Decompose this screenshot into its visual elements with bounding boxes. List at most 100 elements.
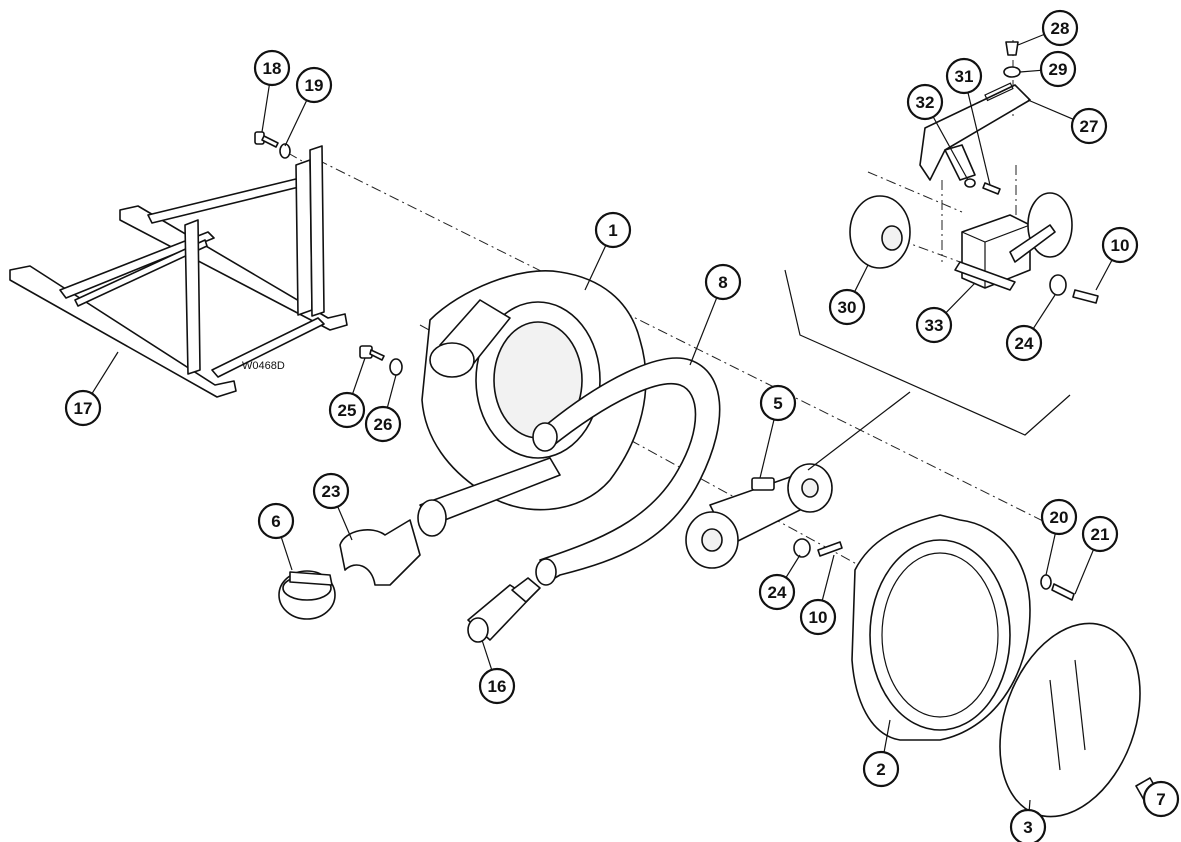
callout-c21: 21 — [1081, 515, 1119, 553]
callout-balloon — [295, 66, 333, 104]
callout-balloon — [1041, 9, 1079, 47]
leader-line-c24b — [1032, 294, 1056, 330]
leader-line-c21 — [1074, 549, 1095, 595]
roller-30 — [849, 195, 911, 269]
callout-balloon — [704, 263, 742, 301]
washer-26 — [389, 358, 403, 376]
callout-c28: 28 — [1041, 9, 1079, 47]
stand-frame: W0468D — [9, 145, 348, 398]
callout-balloon — [312, 472, 350, 510]
frame-bottom-rail — [9, 265, 237, 398]
callout-balloon — [945, 57, 983, 95]
callout-c10a: 10 — [799, 598, 837, 636]
callout-balloon — [1081, 515, 1119, 553]
callout-balloon — [1040, 498, 1078, 536]
leader-line-c17 — [91, 351, 119, 394]
callout-number: 5 — [773, 394, 782, 413]
callout-number: 25 — [338, 401, 357, 420]
leader-lines — [91, 33, 1151, 811]
callout-balloon — [478, 667, 516, 705]
callout-c2: 2 — [862, 750, 900, 788]
washer-20 — [1040, 574, 1052, 590]
leader-line-c10b — [1095, 259, 1113, 291]
callout-number: 23 — [322, 482, 341, 501]
callout-number: 2 — [876, 760, 885, 779]
callout-number: 31 — [955, 67, 974, 86]
callout-c29: 29 — [1039, 50, 1077, 88]
callout-c20: 20 — [1040, 498, 1078, 536]
callout-balloon — [364, 405, 402, 443]
callout-c10b: 10 — [1101, 226, 1139, 264]
bolt-18 — [254, 131, 279, 148]
callout-c16: 16 — [478, 667, 516, 705]
washer-29 — [1003, 66, 1021, 78]
callout-number: 8 — [718, 273, 727, 292]
leader-line-c24a — [785, 554, 801, 578]
inset-border — [784, 269, 1071, 471]
centerline-roller — [867, 171, 963, 213]
callout-balloon — [594, 211, 632, 249]
leader-line-c1 — [584, 245, 607, 291]
callout-number: 16 — [488, 677, 507, 696]
callout-c18: 18 — [253, 49, 291, 87]
screw-10-lower — [817, 541, 843, 557]
leader-line-c28 — [1017, 33, 1045, 46]
callout-c5: 5 — [759, 384, 797, 422]
bolt-28 — [1005, 41, 1019, 56]
leader-line-c29 — [1019, 69, 1042, 73]
callout-c23: 23 — [312, 472, 350, 510]
callout-balloon — [758, 573, 796, 611]
callout-c17: 17 — [64, 389, 102, 427]
leader-line-c25 — [351, 357, 366, 395]
callout-number: 1 — [608, 221, 617, 240]
leader-line-c19 — [284, 100, 308, 147]
callout-balloon — [1039, 50, 1077, 88]
leader-line-c6 — [280, 536, 293, 571]
leader-line-c5 — [759, 419, 775, 479]
leader-line-c8 — [689, 297, 718, 366]
frame-crossbar-front — [59, 231, 215, 299]
leader-line-c10a — [821, 554, 835, 601]
callout-balloon — [257, 502, 295, 540]
frame-upright-rear — [309, 145, 325, 317]
callout-balloons: 1819171825262361652410237202128292731323… — [64, 9, 1180, 842]
washer-24-upper — [1049, 274, 1067, 296]
callout-balloon — [1101, 226, 1139, 264]
leader-line-c33 — [945, 282, 976, 314]
screw-21 — [1051, 583, 1075, 601]
roller-rear — [1009, 192, 1073, 263]
callout-number: 21 — [1091, 525, 1110, 544]
callout-number: 3 — [1023, 818, 1032, 837]
callout-number: 17 — [74, 399, 93, 418]
callout-balloon — [1009, 808, 1047, 842]
leader-line-c32 — [932, 116, 969, 181]
drawing-code: W0468D — [242, 360, 285, 372]
callout-balloon — [328, 391, 366, 429]
screw-10-upper — [1072, 289, 1099, 304]
pump-hose — [532, 357, 721, 586]
callout-c24b: 24 — [1005, 324, 1043, 362]
callout-balloon — [828, 288, 866, 326]
screw-31 — [982, 182, 1001, 195]
callout-number: 19 — [305, 76, 324, 95]
rotor-assembly — [685, 463, 833, 569]
callout-number: 10 — [1111, 236, 1130, 255]
callout-number: 24 — [1015, 334, 1034, 353]
callout-c1: 1 — [594, 211, 632, 249]
leader-line-c20 — [1045, 533, 1056, 576]
frame-upright-right — [295, 159, 313, 316]
frame-top-rail — [119, 205, 348, 331]
callout-number: 26 — [374, 415, 393, 434]
callout-balloon — [759, 384, 797, 422]
callout-c3: 3 — [1009, 808, 1047, 842]
callout-c24a: 24 — [758, 573, 796, 611]
hose-clamp — [278, 570, 336, 620]
callout-balloon — [1142, 780, 1180, 818]
nut-32 — [964, 178, 976, 188]
callout-c32: 32 — [906, 83, 944, 121]
centerline-main — [317, 159, 1046, 523]
callout-balloon — [862, 750, 900, 788]
frame-crossbar-back — [211, 317, 325, 378]
